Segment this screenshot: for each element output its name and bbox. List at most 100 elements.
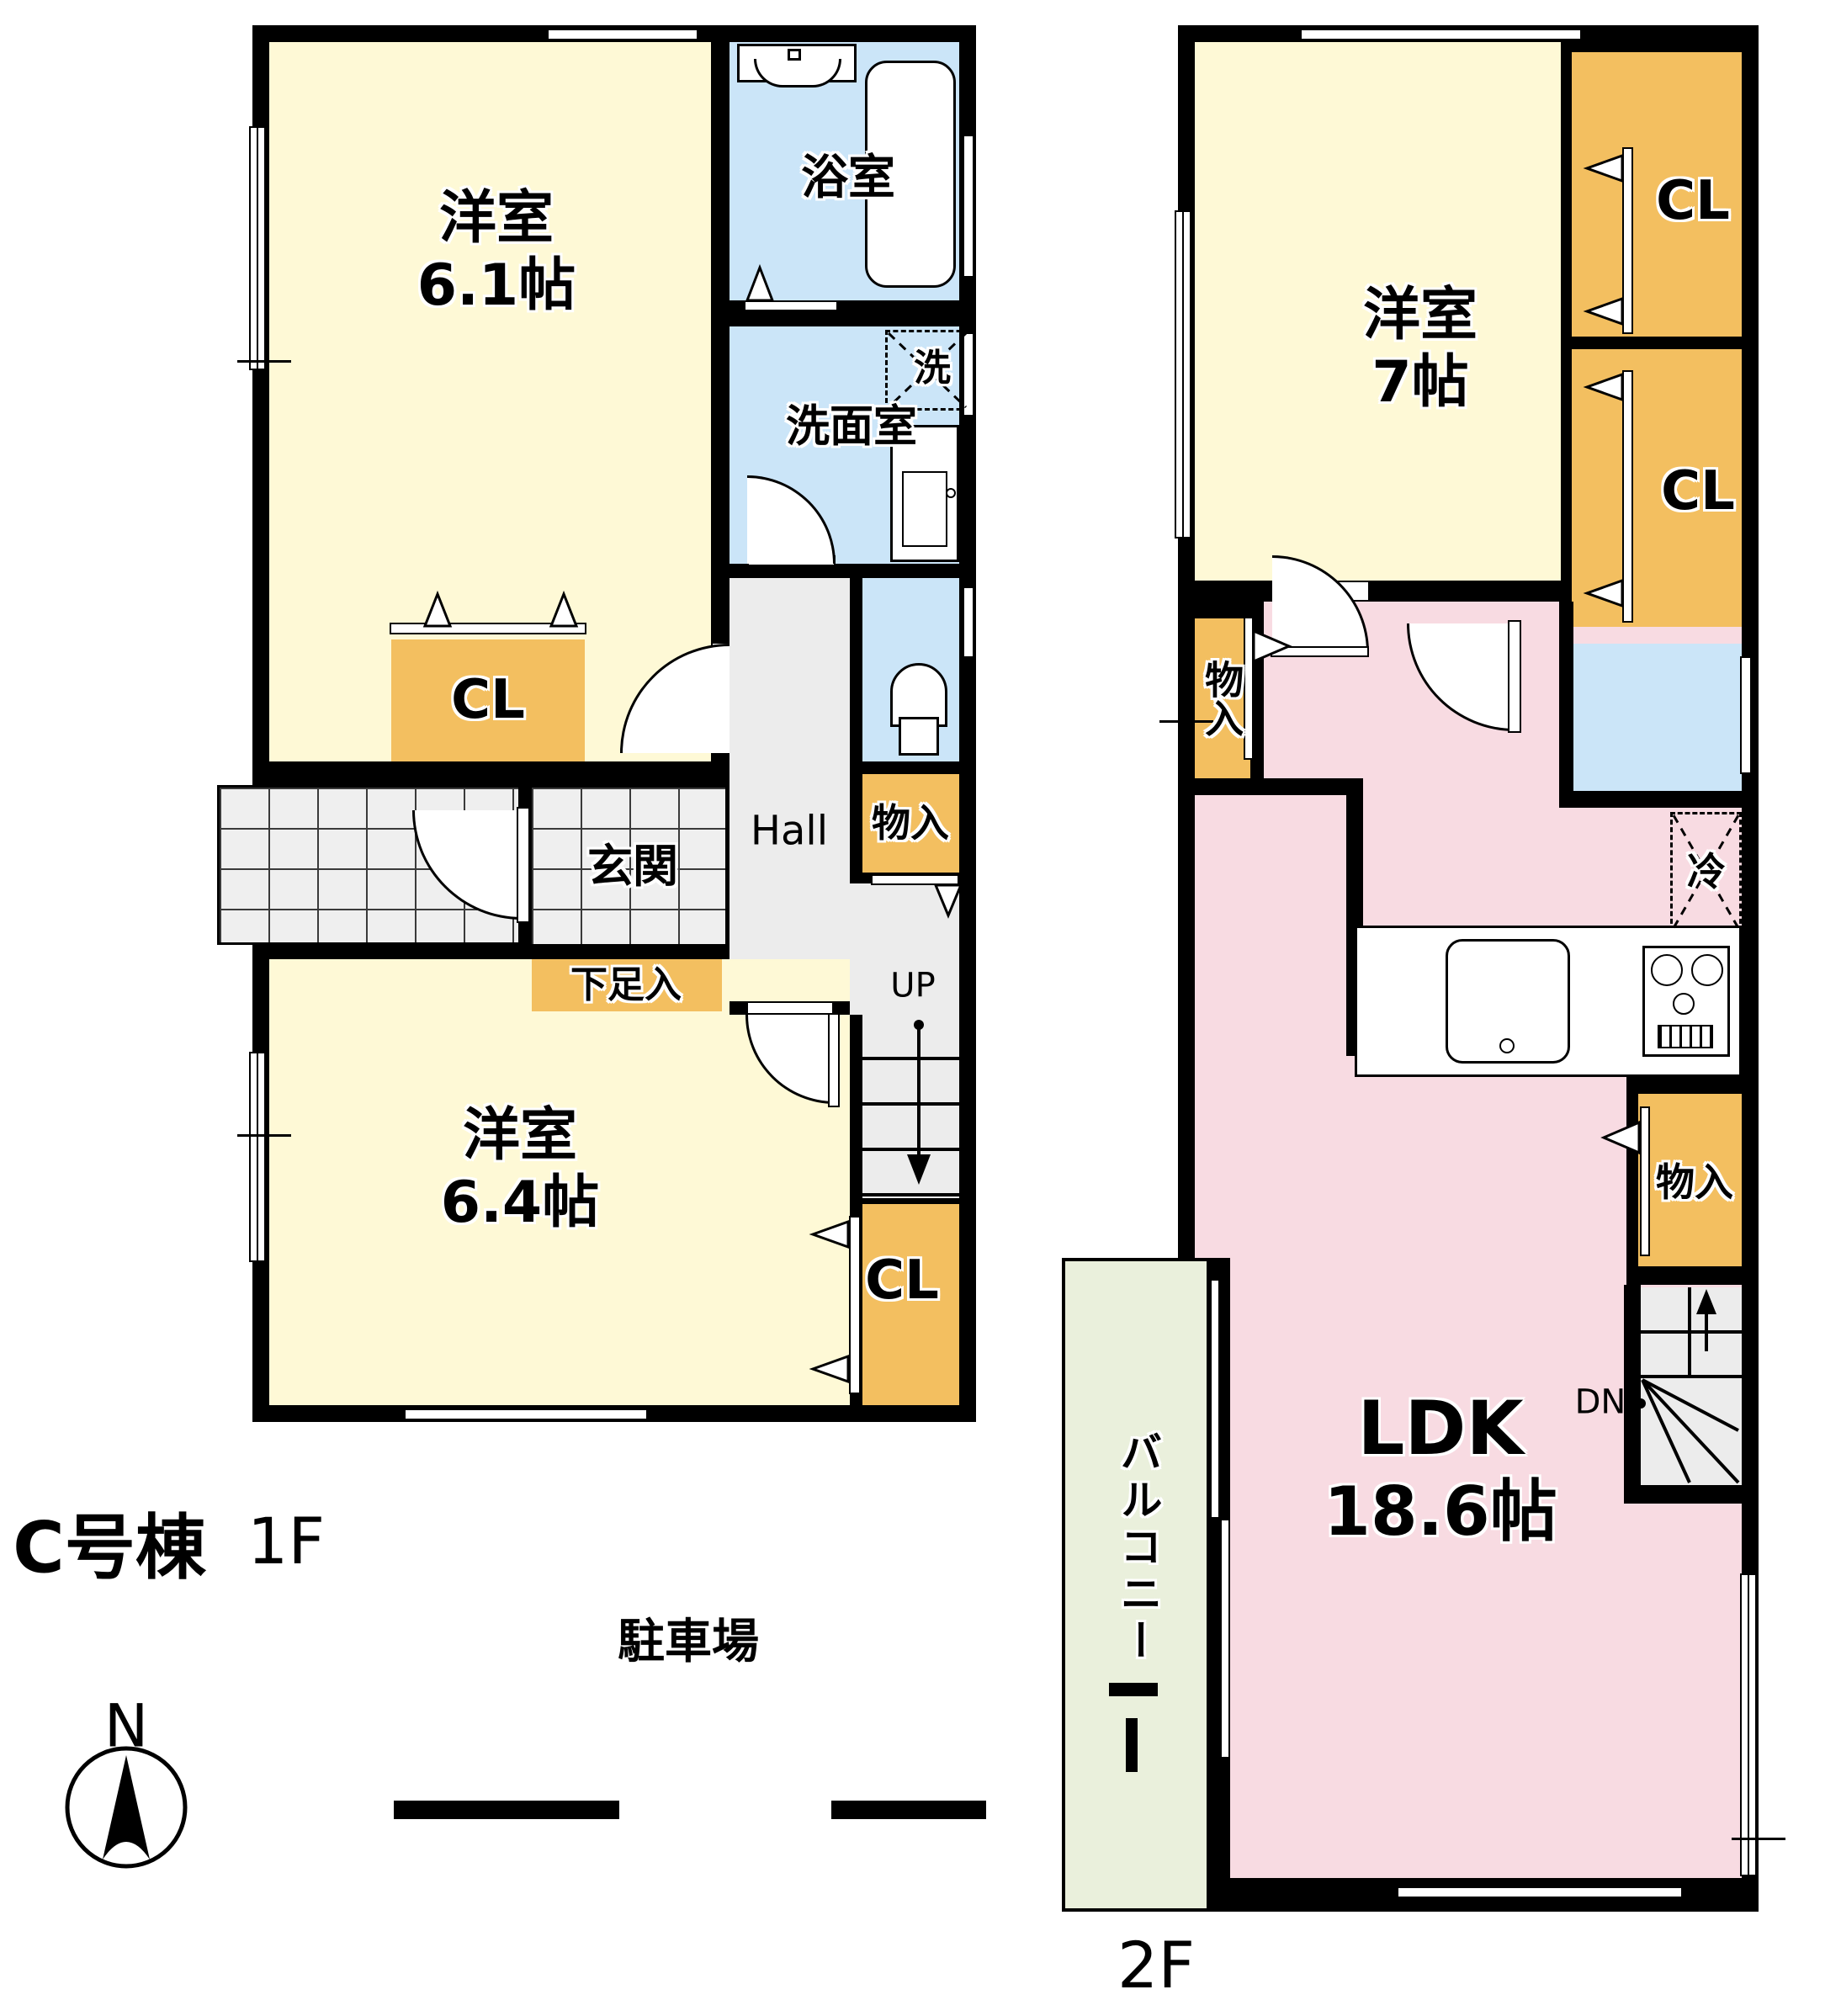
stove-burner-small (1673, 993, 1695, 1015)
tick-room61-left (237, 360, 291, 363)
window-room61-left (249, 126, 266, 370)
floor2-stairs (1641, 1287, 1742, 1485)
label-storage-west: 物入 (1199, 660, 1245, 737)
label-room7-name: 洋室 (1362, 281, 1478, 348)
label-fridge: 冷 (1687, 848, 1726, 894)
label-room7-size: 7帖 (1371, 349, 1469, 416)
room7-door-leaf (1271, 646, 1369, 657)
wall-below-toilet2f (1572, 791, 1742, 808)
floor2-room-7 (1195, 42, 1561, 581)
stove-burner-right (1691, 954, 1723, 986)
window-room7-left (1175, 210, 1191, 538)
wall-hall-bottom (1195, 778, 1363, 795)
label-washroom: 洗面室 (785, 401, 918, 453)
floor2-balcony (1062, 1258, 1210, 1912)
floor1-stairs (862, 1015, 959, 1198)
label-room64-name: 洋室 (462, 1101, 577, 1169)
room64-door-leaf (828, 1013, 840, 1107)
window-top-1f (547, 29, 698, 40)
tick-room64-left (237, 1134, 291, 1137)
window-toilet1f-right (963, 586, 974, 658)
storage1f-rail (871, 874, 959, 885)
label-building: C号棟 (13, 1506, 206, 1589)
window-room64-left (249, 1052, 266, 1262)
label-room64: 洋室 6.4帖 (441, 1102, 599, 1237)
label-genkan: 玄関 (587, 840, 678, 894)
wall-storage-east-left (1626, 1094, 1638, 1283)
label-closet-a: CL (1656, 170, 1730, 233)
closet-b-rail (1622, 370, 1633, 623)
balcony-slider-panel-2 (1220, 1519, 1230, 1759)
label-ldk-size: 18.6帖 (1324, 1472, 1557, 1551)
label-closet-upper: CL (451, 669, 525, 732)
window-washroom-right (963, 332, 974, 416)
floor1-genkan-floor (532, 785, 728, 947)
balcony-slider-panel-1 (1210, 1279, 1220, 1519)
compass-needle (103, 1755, 150, 1859)
stove-grill (1658, 1025, 1713, 1048)
label-balcony: バルコニー (1113, 1430, 1163, 1666)
wall-hall-toilet (1559, 602, 1573, 808)
window-bath-right (963, 135, 974, 278)
label-room61-size: 6.1帖 (416, 252, 576, 319)
closet-lower-rail (849, 1216, 861, 1394)
stove-burner-left (1651, 954, 1683, 986)
wall-storage-east-top (1626, 1077, 1742, 1094)
boundary-dash-1 (394, 1801, 619, 1819)
wall-storage-east-bottom (1626, 1266, 1742, 1285)
floor1-storage (862, 774, 959, 873)
tick-ldk-right (1732, 1838, 1785, 1840)
closet-a-rail (1622, 147, 1633, 334)
floor2-storage-west (1195, 618, 1250, 778)
closet-upper-rail (390, 623, 586, 634)
label-room7: 洋室 7帖 (1363, 282, 1478, 416)
entrance-door-leaf (517, 807, 530, 923)
bathtub (865, 61, 956, 288)
label-shoe-storage: 下足入 (570, 963, 682, 1007)
floor2-storage-east (1638, 1094, 1742, 1266)
window-bottom-1f (404, 1409, 648, 1420)
label-hall: Hall (750, 807, 829, 855)
label-floor1: 1F (247, 1504, 326, 1579)
wall-stairs2f-left (1624, 1285, 1641, 1485)
label-closet-b: CL (1661, 460, 1735, 523)
room64-door-stub-right (834, 1001, 850, 1015)
balcony-fitting-v (1126, 1718, 1138, 1772)
boundary-dash-2 (831, 1801, 986, 1819)
label-bathroom: 浴室 (801, 150, 895, 205)
compass-circle (65, 1746, 188, 1869)
bath-vanity-bowl (754, 59, 841, 88)
door-jamb-top (518, 785, 530, 810)
floor2-closet-a (1572, 52, 1742, 337)
wall-stairs2f-bottom (1624, 1485, 1742, 1504)
label-room61-name: 洋室 (438, 184, 554, 252)
floor1-closet-upper (391, 639, 585, 761)
floor2-toilet (1572, 644, 1742, 791)
room64-door-stub-left (730, 1001, 746, 1015)
floor1-porch (217, 785, 522, 945)
bath-door-sill (744, 300, 838, 311)
room64-door-sill (746, 1001, 834, 1015)
label-parking: 駐車場 (618, 1614, 759, 1669)
label-dn: DN (1574, 1382, 1626, 1422)
label-ldk-name: LDK (1357, 1384, 1524, 1472)
washroom-vanity-knob (946, 488, 956, 498)
kitchen-sink-drain (1499, 1038, 1515, 1053)
label-storage-1f: 物入 (872, 799, 949, 846)
label-closet-lower: CL (865, 1249, 939, 1313)
washroom-vanity-inner (902, 471, 947, 547)
label-room64-size: 6.4帖 (440, 1170, 600, 1236)
window-bottom-2f (1397, 1886, 1683, 1898)
label-compass-n: N (103, 1691, 149, 1761)
window-toilet2f-right (1740, 656, 1752, 774)
label-room61: 洋室 6.1帖 (417, 185, 576, 320)
window-ldk-right (1740, 1573, 1757, 1876)
bath-vanity-handle (788, 49, 801, 61)
window-top-2f (1300, 29, 1582, 40)
label-ldk: LDK 18.6帖 (1324, 1385, 1557, 1552)
label-washer-mark: 洗 (914, 347, 951, 390)
label-storage-east: 物入 (1656, 1159, 1733, 1205)
tick-room7-left (1159, 720, 1213, 723)
hall2f-door-leaf (1508, 620, 1521, 733)
